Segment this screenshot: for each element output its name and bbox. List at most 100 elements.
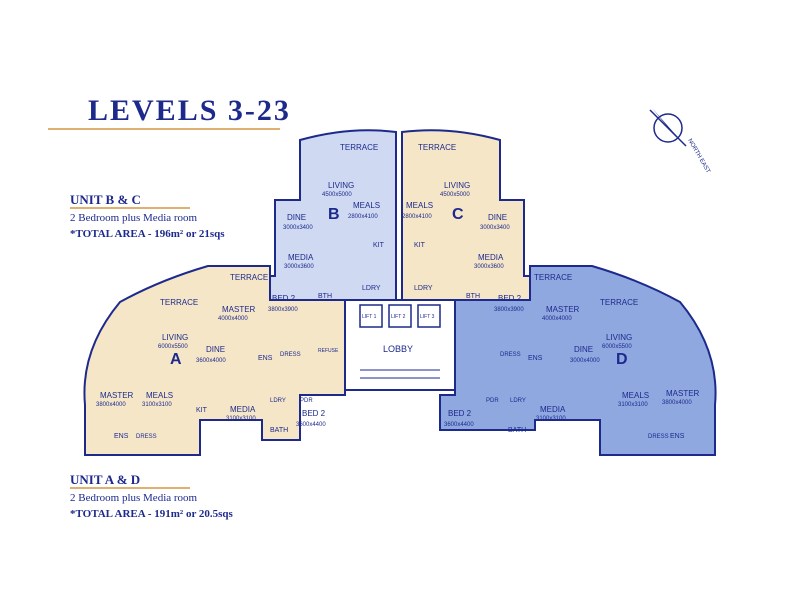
unit-b-media-dim: 3000x3600 [284, 264, 314, 270]
unit-a-living-dim: 6000x5500 [158, 344, 188, 350]
unit-c-living-label: LIVING [444, 181, 470, 190]
unit-a-pdr-label: PDR [300, 398, 313, 404]
unit-b-media-label: MEDIA [288, 253, 314, 262]
compass-icon: NORTH EAST [649, 108, 711, 175]
unit-c-letter: C [452, 206, 464, 223]
unit-c-media-label: MEDIA [478, 253, 504, 262]
unit-d-media-label: MEDIA [540, 405, 566, 414]
unit-d-ens2-label: ENS [528, 355, 543, 362]
unit-c-media-dim: 3000x3600 [474, 264, 504, 270]
unit-bc-underline [70, 207, 190, 209]
unit-b-living-label: LIVING [328, 181, 354, 190]
compass-label: NORTH EAST [686, 138, 711, 175]
unit-a-master-dim: 4000x4000 [218, 316, 248, 322]
unit-c-meals-label: MEALS [406, 201, 433, 210]
unit-c-meals-dim: 2800x4100 [402, 214, 432, 220]
unit-d-terrace2-label: TERRACE [600, 298, 638, 307]
unit-ad-description: 2 Bedroom plus Media room [70, 492, 198, 504]
unit-d-master-label: MASTER [546, 305, 580, 314]
unit-a-master-label: MASTER [222, 305, 256, 314]
unit-c-dine-label: DINE [488, 213, 507, 222]
unit-b-terrace-label: TERRACE [340, 143, 378, 152]
unit-a-kit-label: KIT [196, 407, 208, 414]
unit-d-letter: D [616, 351, 628, 368]
unit-b-bed2-dim: 3800x3900 [268, 307, 298, 313]
unit-d-dine-label: DINE [574, 345, 593, 354]
lift-2 [388, 304, 412, 328]
unit-a-dress2-label: DRESS [280, 352, 301, 358]
unit-a-ldry-label: LDRY [270, 398, 286, 404]
unit-a-bath-label: BATH [270, 427, 288, 434]
unit-a-refuse-label: REFUSE [318, 348, 339, 354]
unit-b-bed2-label: BED 2 [272, 294, 296, 303]
unit-a-bed2-dim: 3600x4400 [296, 422, 326, 428]
unit-a-media-label: MEDIA [230, 405, 256, 414]
unit-d-meals-dim: 3100x3100 [618, 402, 648, 408]
unit-ad-heading: UNIT A & D [70, 472, 141, 487]
unit-ad-underline [70, 487, 190, 489]
unit-d-bed2-label: BED 2 [448, 409, 472, 418]
unit-a-ens-label: ENS [114, 433, 129, 440]
unit-d-living-dim: 6000x5500 [602, 344, 632, 350]
unit-b-meals-label: MEALS [353, 201, 380, 210]
unit-a-terrace2-label: TERRACE [160, 298, 198, 307]
unit-c-living-dim: 4500x5000 [440, 192, 470, 198]
lobby-label: LOBBY [383, 344, 413, 354]
unit-b-dine-dim: 3000x3400 [283, 225, 313, 231]
page-title: LEVELS 3-23 [88, 94, 291, 127]
unit-bc-heading: UNIT B & C [70, 192, 141, 207]
unit-a-area [83, 265, 346, 456]
unit-a-living-label: LIVING [162, 333, 188, 342]
unit-d-living-label: LIVING [606, 333, 632, 342]
unit-bc-description: 2 Bedroom plus Media room [70, 212, 198, 224]
unit-bc-area: *TOTAL AREA - 196m² or 21sqs [70, 228, 225, 240]
unit-d-terrace-label: TERRACE [534, 273, 572, 282]
lift-1-label: LIFT 1 [362, 314, 377, 320]
unit-b-ldry-label: LDRY [362, 285, 381, 292]
unit-b-letter: B [328, 206, 340, 223]
unit-c-dine-dim: 3000x3400 [480, 225, 510, 231]
unit-d-area [439, 265, 717, 456]
unit-c-bed2-dim: 3800x3900 [494, 307, 524, 313]
unit-a-bed2-label: BED 2 [302, 409, 326, 418]
unit-c-bth-label: BTH [466, 293, 480, 300]
unit-a-meals-dim: 3100x3100 [142, 402, 172, 408]
unit-d-master-dim: 4000x4000 [542, 316, 572, 322]
unit-a-ens2-label: ENS [258, 355, 273, 362]
unit-a-master2-dim: 3800x4000 [96, 402, 126, 408]
unit-a-dine-dim: 3600x4000 [196, 358, 226, 364]
unit-d-master2-dim: 3800x4000 [662, 400, 692, 406]
unit-b-living-dim: 4500x5000 [322, 192, 352, 198]
title-underline [48, 128, 280, 130]
unit-c-terrace-label: TERRACE [418, 143, 456, 152]
lift-3-label: LIFT 3 [420, 314, 435, 320]
unit-b-meals-dim: 2800x4100 [348, 214, 378, 220]
unit-a-letter: A [170, 351, 182, 368]
unit-d-bath-label: BATH [508, 427, 526, 434]
lift-3 [417, 304, 441, 328]
lift-1 [359, 304, 383, 328]
unit-c-ldry-label: LDRY [414, 285, 433, 292]
unit-d-dress2-label: DRESS [500, 352, 521, 358]
unit-d-bed2-dim: 3600x4400 [444, 422, 474, 428]
unit-c-bed2-label: BED 2 [498, 294, 522, 303]
unit-d-ens-label: ENS [670, 433, 685, 440]
unit-a-dress-label: DRESS [136, 434, 157, 440]
unit-d-meals-label: MEALS [622, 391, 649, 400]
unit-b-kit-label: KIT [373, 242, 385, 249]
unit-b-bth-label: BTH [318, 293, 332, 300]
unit-a-meals-label: MEALS [146, 391, 173, 400]
unit-d-media-dim: 3100x3100 [536, 416, 566, 422]
unit-c-kit-label: KIT [414, 242, 426, 249]
unit-d-master2-label: MASTER [666, 389, 700, 398]
unit-d-dress-label: DRESS [648, 434, 669, 440]
unit-a-dine-label: DINE [206, 345, 225, 354]
unit-a-master2-label: MASTER [100, 391, 134, 400]
unit-ad-area: *TOTAL AREA - 191m² or 20.5sqs [70, 508, 233, 520]
unit-d-pdr-label: PDR [486, 398, 499, 404]
unit-a-media-dim: 3100x3100 [226, 416, 256, 422]
unit-d-dine-dim: 3000x4000 [570, 358, 600, 364]
lift-2-label: LIFT 2 [391, 314, 406, 320]
unit-d-ldry-label: LDRY [510, 398, 526, 404]
